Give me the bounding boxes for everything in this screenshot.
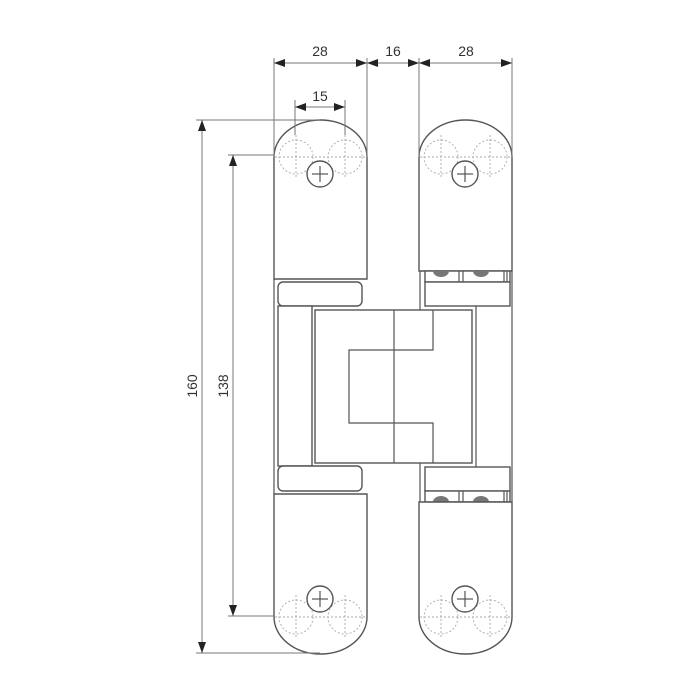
- left-leaf-top: [273, 119, 368, 280]
- dim-right-leaf-width: 28: [458, 43, 474, 59]
- screw-icon: [451, 160, 479, 188]
- screw-icon: [451, 585, 479, 613]
- center-knuckle: [314, 309, 473, 464]
- screw-icon: [306, 585, 334, 613]
- screw-icon: [306, 160, 334, 188]
- right-mechanism: [424, 270, 511, 503]
- dim-screw-height: 138: [215, 374, 231, 398]
- dim-screw-spacing: 15: [312, 88, 328, 104]
- right-leaf-bottom: [418, 501, 513, 655]
- right-leaf-top: [418, 119, 513, 272]
- dim-left-leaf-width: 28: [312, 43, 328, 59]
- left-mechanism: [277, 281, 363, 492]
- dim-gap-width: 16: [385, 43, 401, 59]
- dim-total-height: 160: [184, 374, 200, 398]
- dimension-lines: [198, 59, 512, 653]
- left-leaf-bottom: [273, 493, 368, 655]
